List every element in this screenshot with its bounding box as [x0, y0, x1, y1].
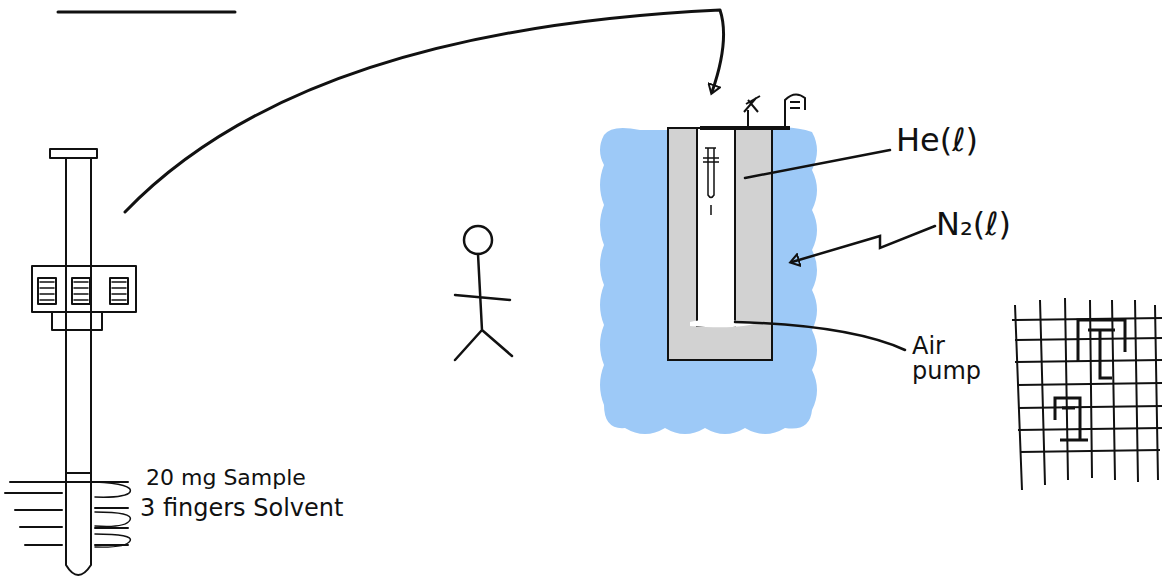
annotation-label: Air pump — [912, 334, 1002, 384]
leader-line — [792, 226, 935, 262]
leader-line — [745, 150, 890, 178]
heading-rule — [58, 11, 235, 14]
annotation-label: He(ℓ) — [896, 124, 1056, 158]
annotation-label: N₂(ℓ) — [936, 208, 1096, 242]
nmr-tube — [5, 149, 136, 575]
grid-sketch — [1012, 298, 1162, 490]
dewar — [600, 94, 817, 434]
annotation-label: 3 fingers Solvent — [140, 496, 400, 521]
leader-line — [735, 322, 905, 350]
stick-figure — [455, 226, 512, 360]
annotation-label: 20 mg Sample — [146, 466, 386, 489]
